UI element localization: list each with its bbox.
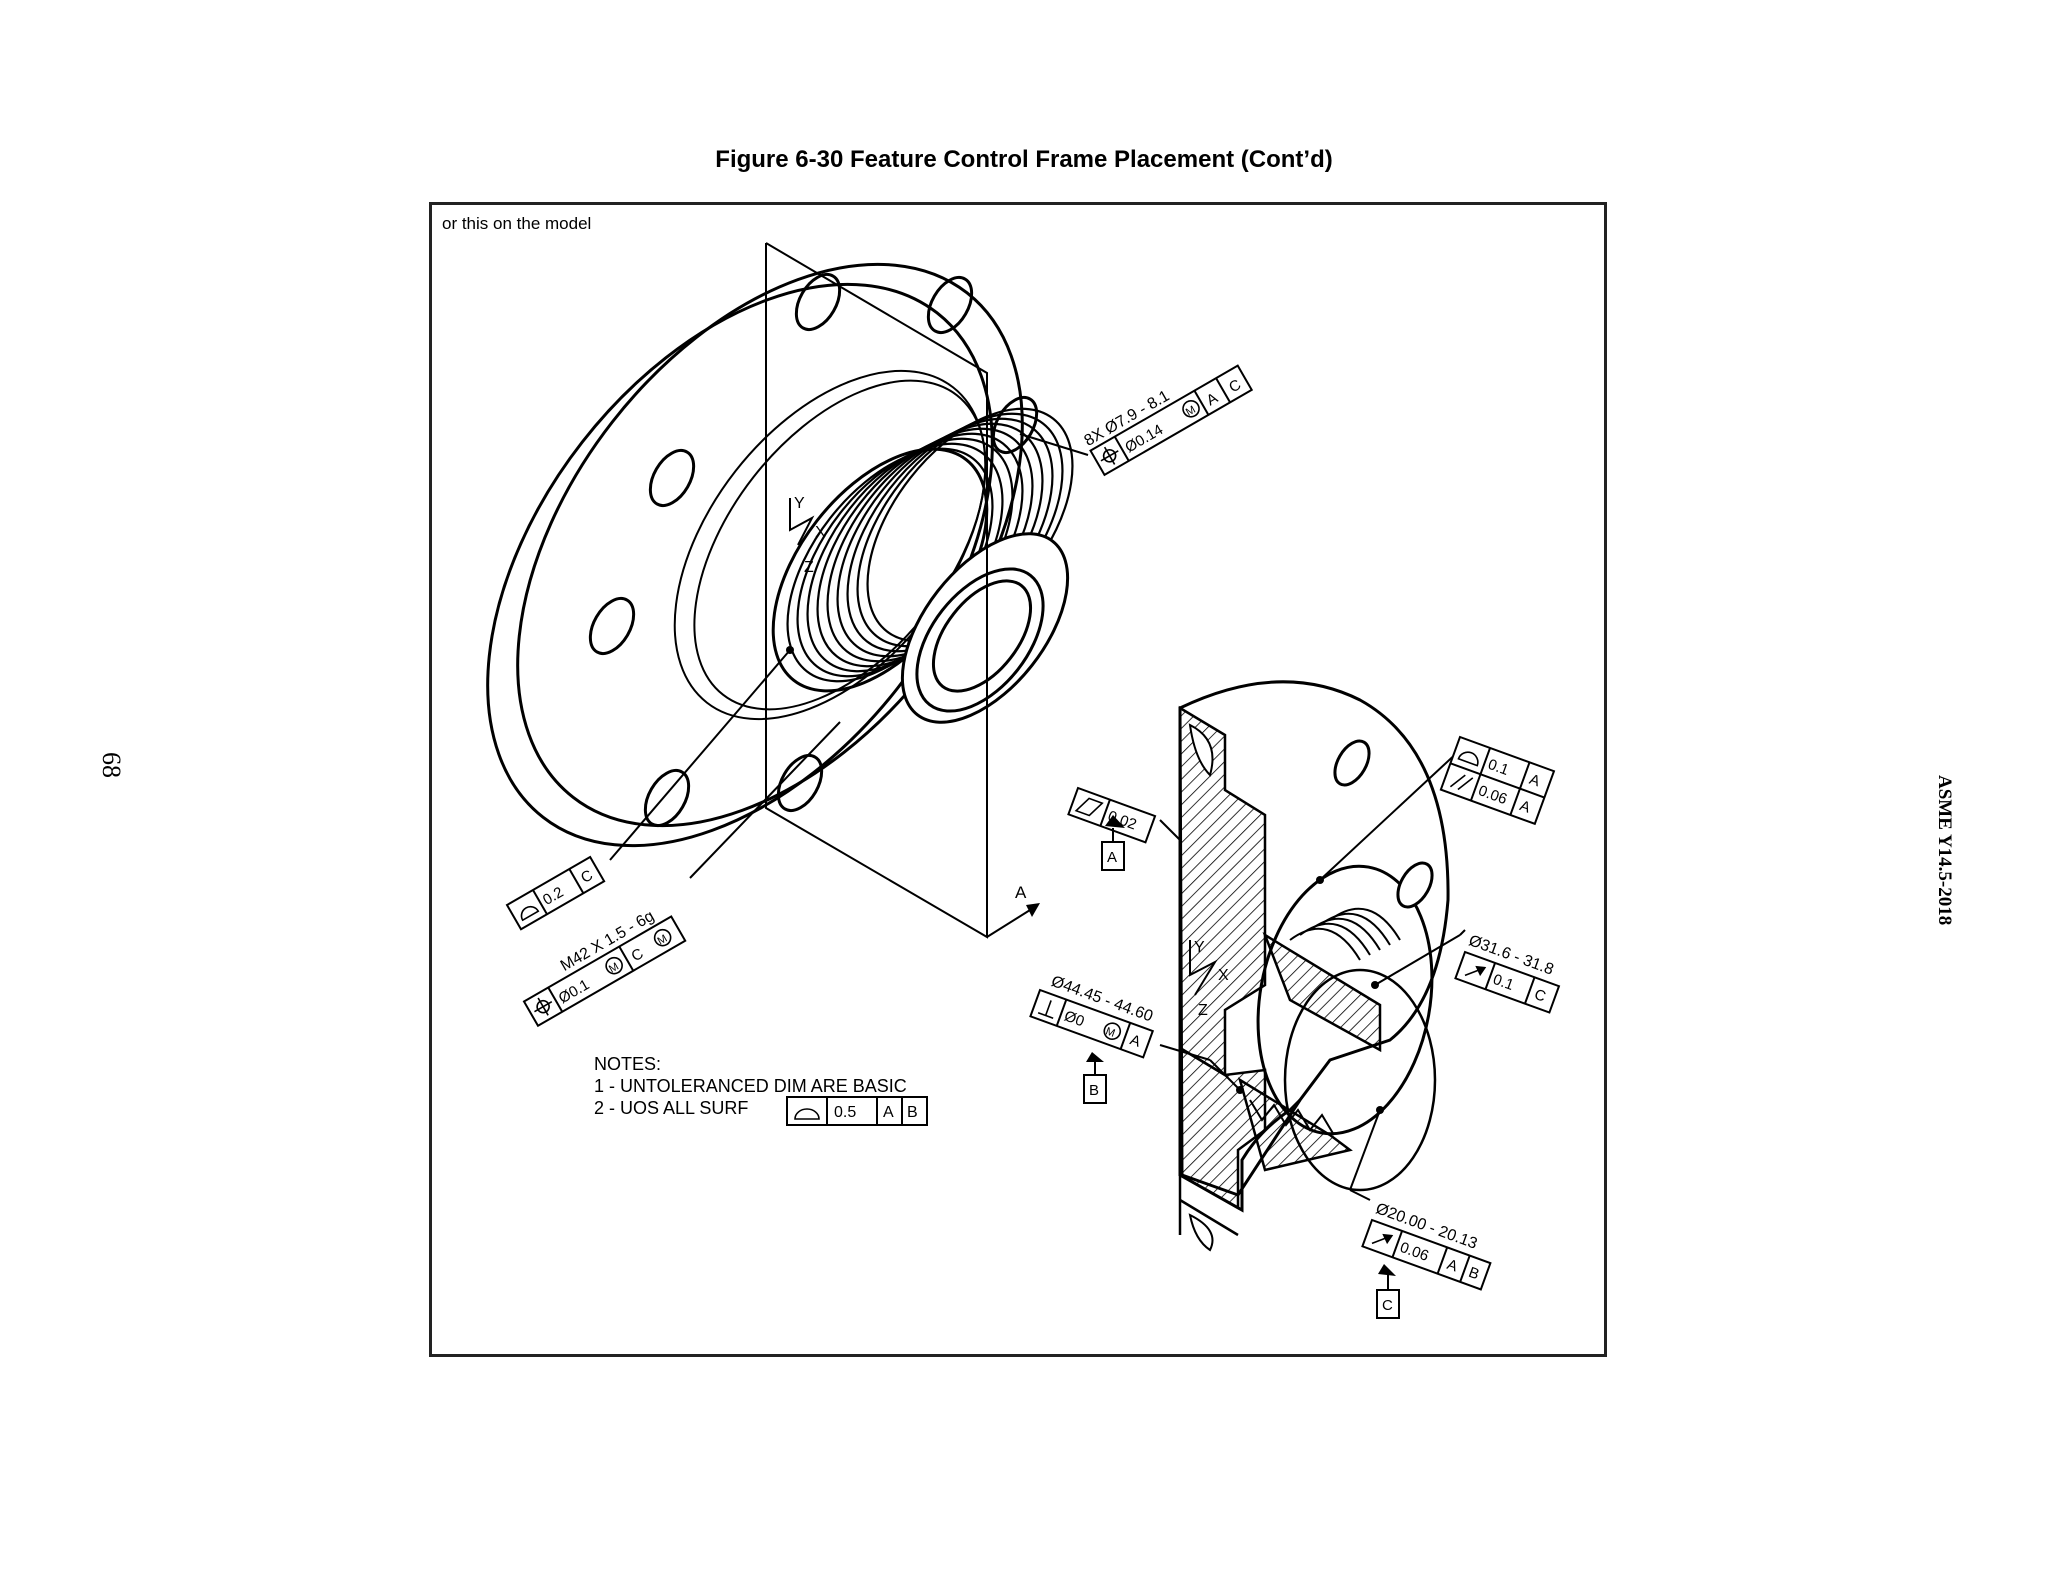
axis-triad-bottom bbox=[1189, 940, 1218, 996]
position-icon bbox=[534, 997, 553, 1016]
flange-isometric bbox=[486, 242, 1074, 939]
perp-tolerance: Ø0 bbox=[1062, 1008, 1087, 1031]
notes-datum-2: B bbox=[907, 1104, 918, 1121]
notes-heading: NOTES: bbox=[594, 1054, 661, 1074]
axis-x-label-bottom: X bbox=[1218, 967, 1229, 984]
notes-surface-tolerance: 0.5 bbox=[834, 1104, 856, 1121]
thread-lines-section bbox=[1249, 907, 1401, 1136]
notes-datum-1: A bbox=[883, 1104, 894, 1121]
fcf-perpendicularity: Ø44.45 - 44.60 Ø0 M A bbox=[1029, 973, 1155, 1059]
fcf-profile-surface: 0.2 C bbox=[505, 855, 606, 931]
datum-triangle bbox=[1086, 1052, 1104, 1062]
perpendicularity-icon bbox=[1037, 1000, 1054, 1019]
mmc-icon bbox=[653, 928, 672, 947]
datum-a-box bbox=[1101, 841, 1125, 871]
axis-z-label-bottom: Z bbox=[1198, 1002, 1208, 1019]
notes-line-2: 2 - UOS ALL SURF bbox=[594, 1098, 748, 1118]
corner-caption: or this on the model bbox=[442, 214, 591, 233]
notes-block: NOTES: 1 - UNTOLERANCED DIM ARE BASIC 2 … bbox=[594, 1054, 928, 1126]
datum-triangle bbox=[1378, 1264, 1396, 1276]
axis-z-label-top: Z bbox=[804, 559, 814, 576]
notes-line-1: 1 - UNTOLERANCED DIM ARE BASIC bbox=[594, 1076, 907, 1096]
fcf-holes-position: 8X Ø7.9 - 8.1 Ø0.14 M A C bbox=[1082, 364, 1254, 477]
mmc-icon bbox=[605, 956, 623, 975]
profile-surface-icon bbox=[794, 1108, 820, 1120]
figure-title: Figure 6-30 Feature Control Frame Placem… bbox=[715, 146, 1333, 173]
fcf-flatness: 0.02 bbox=[1067, 786, 1157, 844]
flatness-icon bbox=[1074, 797, 1104, 817]
axis-y-label-bottom: Y bbox=[1194, 939, 1205, 956]
runout-icon bbox=[1371, 1233, 1394, 1245]
leader-dot bbox=[786, 646, 794, 654]
leader-lines-top bbox=[609, 433, 1089, 879]
section-view bbox=[1178, 680, 1450, 1252]
parallelism-icon bbox=[1449, 774, 1474, 791]
leader-dot bbox=[1376, 1106, 1384, 1114]
datum-plane-label: A bbox=[1015, 883, 1027, 902]
fcf-runout-20: Ø20.00 - 20.13 0.06 A B bbox=[1361, 1200, 1492, 1291]
profile-surface-icon bbox=[520, 905, 540, 922]
fcf-profile-parallel: 0.1 A 0.06 A bbox=[1439, 735, 1556, 826]
leader-lines-bottom bbox=[1159, 749, 1466, 1201]
position-icon bbox=[1100, 446, 1119, 465]
dia-318-tolerance: 0.1 bbox=[1491, 971, 1516, 994]
right-profile-tolerance: 0.1 bbox=[1486, 756, 1511, 779]
axis-y-label-top: Y bbox=[794, 495, 805, 512]
datum-b-box bbox=[1083, 1074, 1107, 1104]
datum-b-label: B bbox=[1089, 1082, 1099, 1099]
figure-frame bbox=[429, 202, 1607, 1357]
axis-x-label-top: X bbox=[815, 524, 826, 541]
datum-c-label: C bbox=[1382, 1297, 1393, 1314]
leader-dot bbox=[1316, 876, 1324, 884]
datum-c-box bbox=[1376, 1289, 1400, 1319]
axis-triad-top bbox=[789, 498, 815, 546]
datum-triangle bbox=[1105, 815, 1125, 828]
datum-a-label: A bbox=[1107, 849, 1117, 866]
leader-dot bbox=[1371, 981, 1379, 989]
fcf-thread-position: M42 X 1.5 - 6g Ø0.1 M C M bbox=[522, 908, 687, 1028]
mmc-icon bbox=[1182, 399, 1200, 418]
runout-icon bbox=[1464, 965, 1487, 977]
profile-surface-icon bbox=[1457, 751, 1479, 767]
mmc-icon bbox=[1103, 1022, 1122, 1041]
perp-modifier: M bbox=[1104, 1025, 1117, 1039]
leader-dot bbox=[1236, 1086, 1244, 1094]
fcf-runout-318: Ø31.6 - 31.8 0.1 C bbox=[1454, 932, 1561, 1014]
